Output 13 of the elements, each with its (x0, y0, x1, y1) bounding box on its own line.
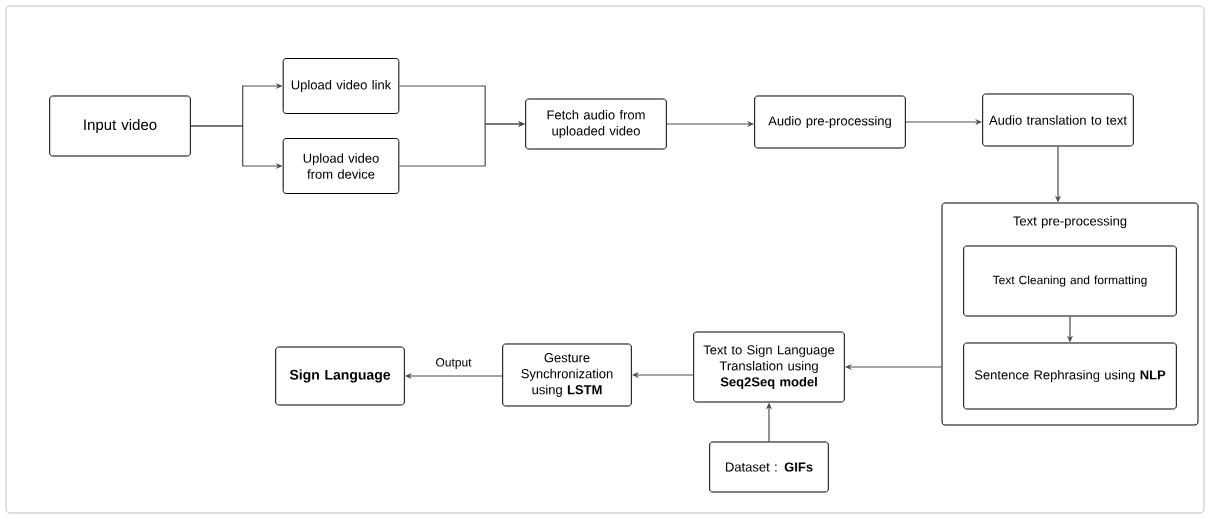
edge-label: Output (436, 358, 472, 369)
process-box: Gesture Synchronization using LSTM (502, 343, 632, 407)
process-box: Input video (49, 95, 191, 157)
process-box: Fetch audio from uploaded video (525, 98, 667, 150)
process-box: Audio pre-processing (754, 95, 906, 149)
process-box: Text to Sign Language Translation using Seq2Seq model (693, 331, 845, 403)
process-box: Audio translation to text (982, 93, 1134, 147)
process-box: Upload video link (282, 58, 400, 114)
process-box: Sign Language (275, 346, 405, 406)
process-box: Sentence Rephrasing using NLP (963, 342, 1177, 410)
process-box: Text Cleaning and formatting (963, 245, 1177, 317)
process-box: Upload video from device (282, 138, 400, 194)
process-box: Dataset : GIFs (709, 441, 829, 493)
